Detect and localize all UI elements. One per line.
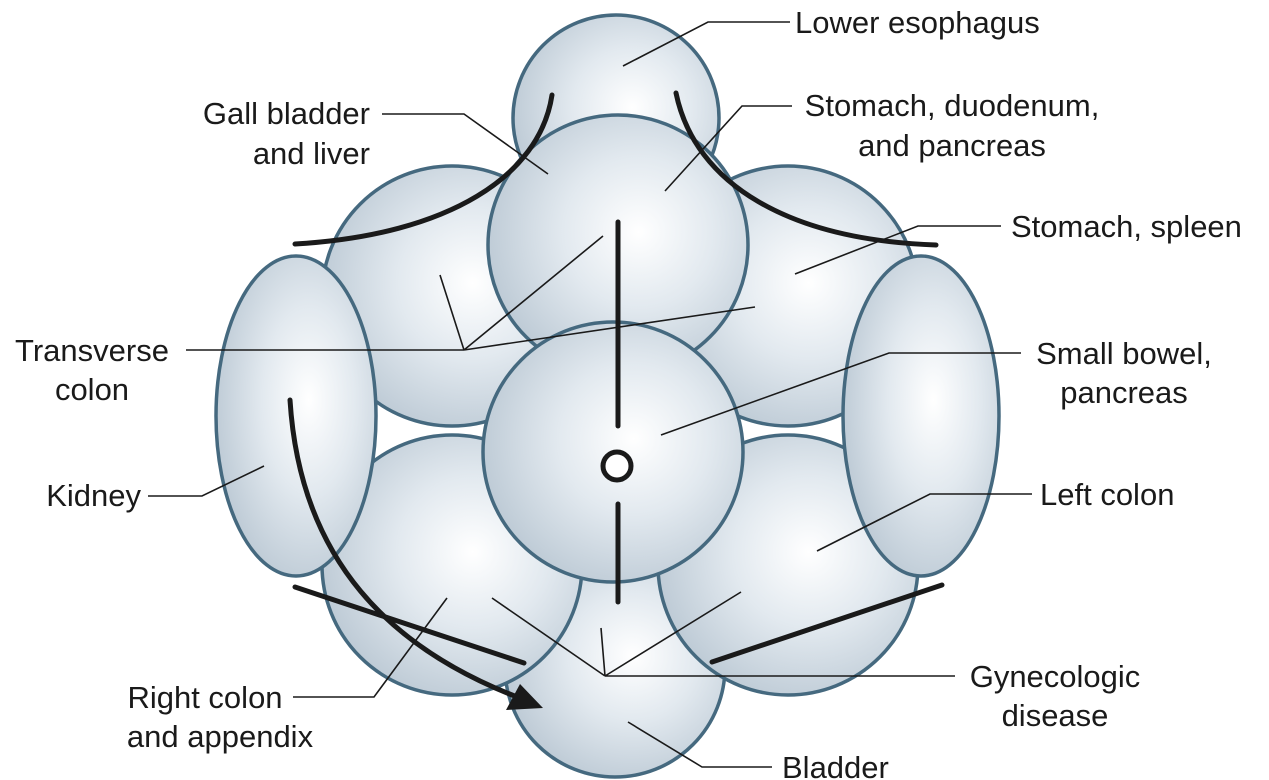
label-stomach-spleen: Stomach, spleen [1011,209,1242,244]
label-transverse-colon-line2: colon [55,372,129,407]
label-transverse-colon-line1: Transverse [15,333,169,368]
label-right-colon-line1: Right colon [127,680,282,715]
label-gall-bladder-line1: Gall bladder [203,96,370,131]
label-gynecologic-line1: Gynecologic [970,659,1141,694]
umbilicus-marker [603,452,631,480]
label-gall-bladder-line2: and liver [253,136,370,171]
label-gynecologic-line2: disease [1002,698,1109,733]
label-kidney: Kidney [46,478,141,513]
kidney-left-region [843,256,999,576]
label-small-bowel-line2: pancreas [1060,375,1188,410]
label-stomach-duodenum-line2: and pancreas [858,128,1046,163]
label-small-bowel-line1: Small bowel, [1036,336,1212,371]
label-stomach-duodenum-line1: Stomach, duodenum, [805,88,1100,123]
label-left-colon: Left colon [1040,477,1174,512]
label-bladder: Bladder [782,750,889,780]
label-lower-esophagus: Lower esophagus [795,5,1040,40]
label-right-colon-line2: and appendix [127,719,314,754]
kidney-right-region [216,256,376,576]
